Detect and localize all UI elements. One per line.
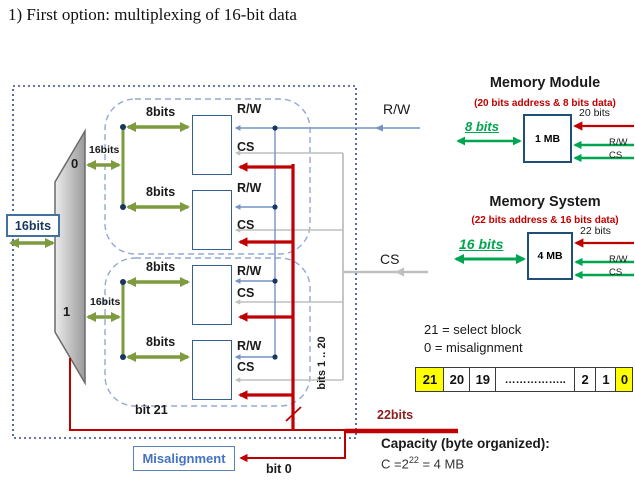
memory-block-a bbox=[192, 115, 232, 175]
block-d-bus8-label: 8bits bbox=[146, 335, 176, 349]
bit-legend-select-note: 21 = select block bbox=[424, 322, 522, 337]
data-junction-dot bbox=[120, 279, 126, 285]
data-junction-dot bbox=[120, 204, 126, 210]
cs-main-arrowhead bbox=[395, 267, 404, 277]
bit-table: 21 20 19 …………….. 2 1 0 bbox=[415, 367, 634, 392]
memory-system-subtitle: (22 bits address & 16 bits data) bbox=[471, 215, 619, 226]
block-c-bus8-label: 8bits bbox=[146, 260, 176, 274]
bit0-label: bit 0 bbox=[266, 462, 292, 476]
mux-output0-label: 0 bbox=[71, 156, 79, 171]
bit21-select-wire bbox=[69, 358, 345, 431]
external-rw-label: R/W bbox=[383, 101, 411, 117]
block-a-rw-label: R/W bbox=[237, 102, 262, 116]
capacity-formula-result: = 4 MB bbox=[418, 456, 465, 472]
block-a-cs-label: CS bbox=[237, 140, 255, 154]
data-junction-dot bbox=[120, 354, 126, 360]
memory-module-title: Memory Module bbox=[489, 75, 601, 91]
bit-cell-1: 1 bbox=[595, 367, 618, 392]
bit21-label: bit 21 bbox=[135, 403, 168, 417]
block-a-bus8-label: 8bits bbox=[146, 105, 176, 119]
bit-legend-misalign-note: 0 = misalignment bbox=[424, 340, 523, 355]
mux-output1-label: 1 bbox=[63, 304, 71, 319]
block-c-cs-label: CS bbox=[237, 286, 255, 300]
block-d-rw-label: R/W bbox=[237, 339, 262, 353]
capacity-formula: C =222 = 4 MB bbox=[381, 455, 465, 472]
memory-system-title: Memory System bbox=[489, 194, 601, 210]
bit-cell-20: 20 bbox=[443, 367, 471, 392]
memory-module-capacity: 1 MB bbox=[534, 132, 561, 145]
cluster-0-border bbox=[104, 98, 311, 255]
misalignment-box: Misalignment bbox=[133, 446, 235, 471]
bus22-label: 22bits bbox=[377, 408, 414, 422]
outer-dotted-border bbox=[12, 85, 357, 439]
multiplexer-shape bbox=[54, 128, 86, 386]
memory-module-rw-label: R/W bbox=[609, 137, 628, 148]
rw-junction-dot bbox=[272, 278, 278, 284]
memory-system-capacity: 4 MB bbox=[537, 250, 563, 262]
block-b-rw-label: R/W bbox=[237, 181, 262, 195]
memory-block-c bbox=[192, 265, 232, 325]
bit-cell-0: 0 bbox=[615, 367, 634, 392]
memory-system-data-label: 16 bits bbox=[459, 236, 504, 252]
data-junction-dot bbox=[120, 124, 126, 130]
memory-module-cs-label: CS bbox=[609, 150, 623, 161]
block-d-cs-label: CS bbox=[237, 360, 255, 374]
external-cs-label: CS bbox=[380, 251, 400, 267]
memory-system-rw-label: R/W bbox=[609, 254, 628, 265]
memory-system-addr-label: 22 bits bbox=[580, 225, 611, 237]
memory-module-addr-label: 20 bits bbox=[579, 107, 610, 119]
memory-block-d bbox=[192, 340, 232, 400]
memory-system-cs-label: CS bbox=[609, 267, 623, 278]
block-b-cs-label: CS bbox=[237, 218, 255, 232]
input-16bits-box: 16bits bbox=[6, 214, 60, 237]
bit0-wire-to-misalignment bbox=[239, 431, 346, 463]
memory-system-box: 4 MB bbox=[527, 232, 573, 280]
bit-cell-19: 19 bbox=[468, 367, 497, 392]
bus-width-slash bbox=[285, 406, 302, 422]
block-c-rw-label: R/W bbox=[237, 264, 262, 278]
memory-module-box: 1 MB bbox=[523, 114, 572, 163]
rw-main-arrowhead bbox=[375, 124, 383, 132]
capacity-heading: Capacity (byte organized): bbox=[381, 436, 550, 451]
memory-block-b bbox=[192, 190, 232, 250]
capacity-formula-base: C =2 bbox=[381, 456, 409, 472]
input-16bits-label: 16bits bbox=[14, 218, 52, 233]
rw-junction-dot bbox=[272, 125, 278, 131]
cluster0-bus16-label: 16bits bbox=[89, 144, 120, 156]
bit-cell-dots: …………….. bbox=[495, 367, 576, 392]
capacity-formula-exponent: 22 bbox=[408, 455, 419, 465]
memory-module-data-label: 8 bits bbox=[465, 119, 499, 134]
page-title: 1) First option: multiplexing of 16-bit … bbox=[8, 5, 297, 24]
cluster-1-border bbox=[104, 257, 311, 407]
bits-1-20-label: bits 1 .. 20 bbox=[315, 336, 328, 390]
misalignment-label: Misalignment bbox=[142, 451, 226, 466]
rw-junction-dot bbox=[272, 354, 278, 360]
rw-junction-dot bbox=[272, 204, 278, 210]
block-b-bus8-label: 8bits bbox=[146, 185, 176, 199]
bit-cell-2: 2 bbox=[573, 367, 597, 392]
memory-module-subtitle: (20 bits address & 8 bits data) bbox=[474, 98, 616, 109]
cluster1-bus16-label: 16bits bbox=[90, 296, 121, 308]
bit-cell-21: 21 bbox=[415, 367, 445, 392]
